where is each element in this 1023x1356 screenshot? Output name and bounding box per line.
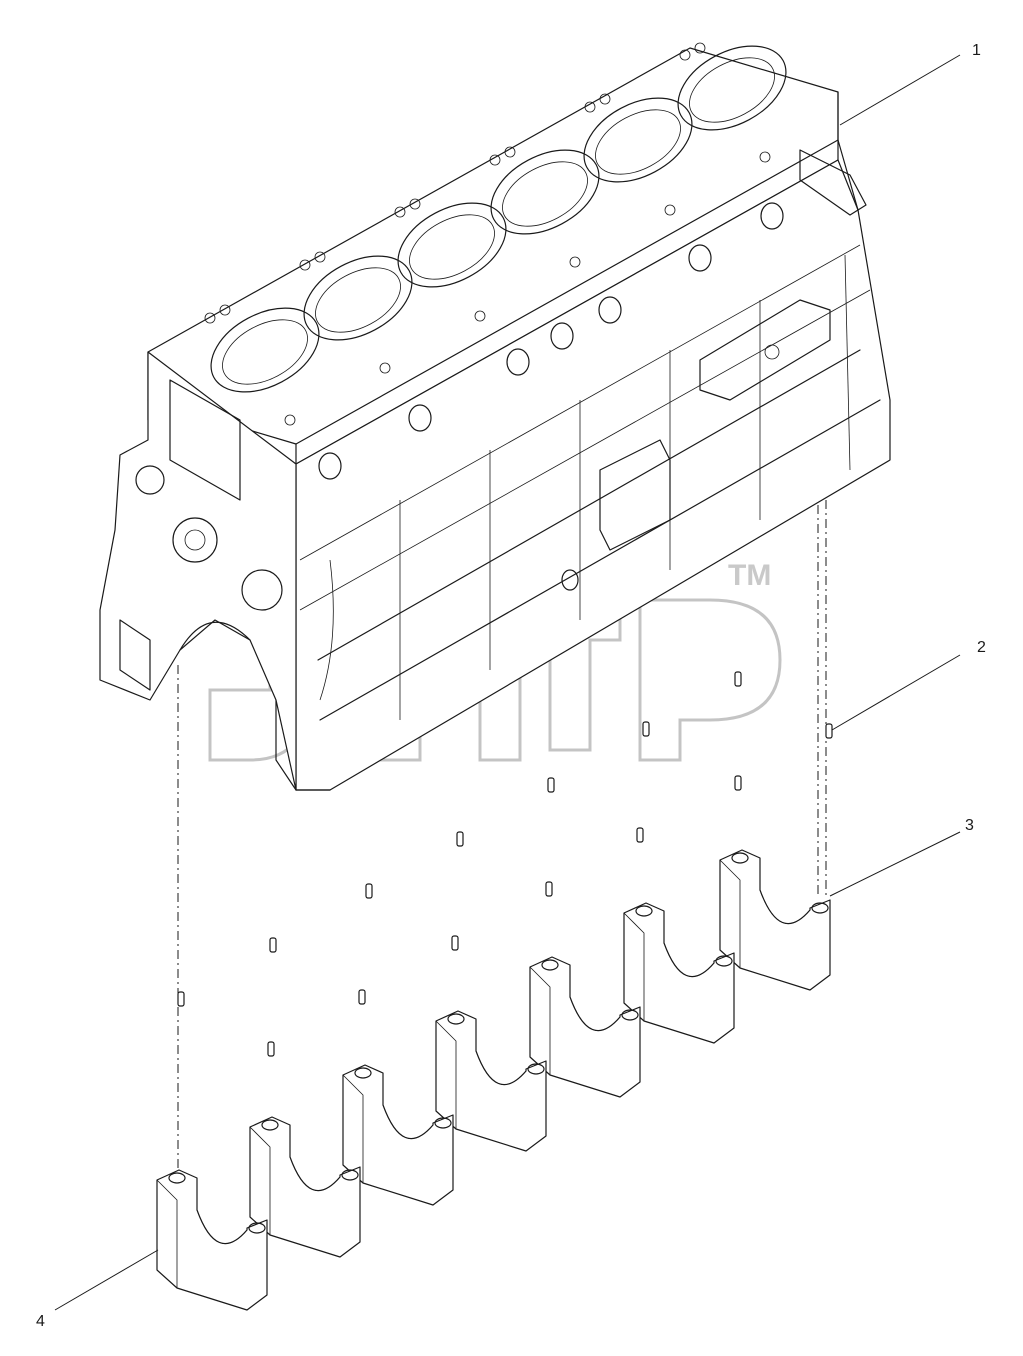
dowel-pin: [547, 777, 555, 793]
dowel-pin: [734, 671, 742, 687]
cylinder-block: [99, 42, 891, 791]
bearing-cap: [249, 1116, 361, 1258]
bearing-cap: [529, 956, 641, 1098]
dowel-pin: [642, 721, 650, 737]
callout-3: 3: [965, 817, 974, 834]
dowel-pin: [177, 991, 185, 1007]
callout-4: 4: [36, 1313, 45, 1330]
side-gallery-holes: [318, 202, 784, 480]
dowel-pin: [456, 831, 464, 847]
bearing-cap: [156, 1169, 268, 1311]
dowel-pin: [636, 827, 644, 843]
head-bolt-holes: [204, 42, 771, 426]
dowel-pins: [177, 671, 833, 1057]
bearing-cap: [719, 849, 831, 991]
dowel-pin: [545, 881, 553, 897]
callout-1: 1: [972, 42, 981, 59]
bearing-cap: [435, 1010, 547, 1152]
dowel-pin: [734, 775, 742, 791]
callouts: 1 2 3 4: [36, 42, 986, 1330]
dowel-pin: [451, 935, 459, 951]
dowel-pin: [825, 723, 833, 739]
main-bearing-caps: [156, 849, 831, 1311]
dowel-pin: [358, 989, 366, 1005]
leader-lines: [54, 54, 961, 1311]
dowel-pin: [267, 1041, 275, 1057]
bearing-cap: [623, 902, 735, 1044]
dowel-pin: [269, 937, 277, 953]
watermark-trademark: TM: [728, 559, 771, 592]
bearing-cap: [342, 1064, 454, 1206]
assembly-lines: [177, 500, 827, 1172]
dowel-pin: [365, 883, 373, 899]
callout-2: 2: [977, 639, 986, 656]
side-ribs: [299, 244, 871, 720]
cylinder-bores: [210, 45, 787, 393]
